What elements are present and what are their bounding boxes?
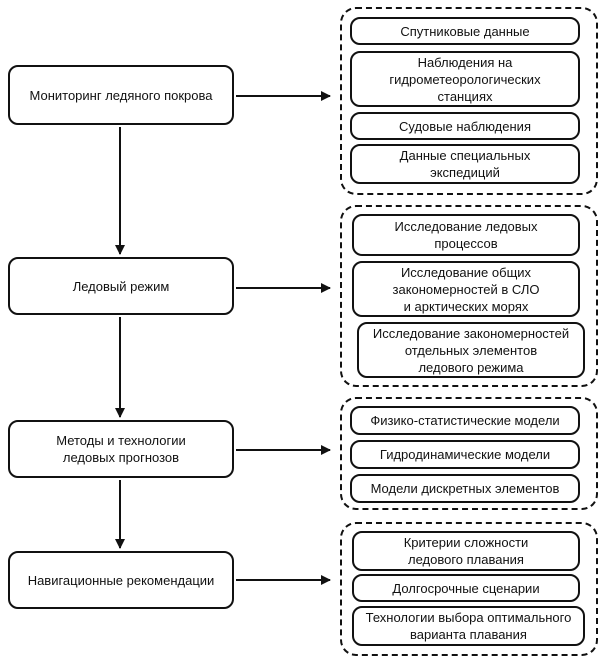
item-navigation-difficulty-criteria: Критерии сложности ледового плавания — [352, 531, 580, 571]
item-ice-process-research: Исследование ледовых процессов — [352, 214, 580, 256]
item-long-term-scenarios: Долгосрочные сценарии — [352, 574, 580, 602]
item-discrete-element-models: Модели дискретных элементов — [350, 474, 580, 503]
group-ice-regime-research — [340, 205, 598, 387]
item-physical-statistical-models: Физико-статистические модели — [350, 406, 580, 435]
main-box-forecast-methods: Методы и технологии ледовых прогнозов — [8, 420, 234, 478]
main-box-monitoring: Мониторинг ледяного покрова — [8, 65, 234, 125]
item-hydrodynamic-models: Гидродинамические модели — [350, 440, 580, 469]
item-expedition-data: Данные специальных экспедиций — [350, 144, 580, 184]
main-box-ice-regime: Ледовый режим — [8, 257, 234, 315]
group-monitoring-sources — [340, 7, 598, 195]
item-element-patterns-research: Исследование закономерностей отдельных э… — [357, 322, 585, 378]
item-station-observations: Наблюдения на гидрометеорологических ста… — [350, 51, 580, 107]
item-optimal-route-technologies: Технологии выбора оптимального варианта … — [352, 606, 585, 646]
item-general-patterns-research: Исследование общих закономерностей в СЛО… — [352, 261, 580, 317]
main-box-navigation: Навигационные рекомендации — [8, 551, 234, 609]
group-forecast-models — [340, 397, 598, 510]
item-satellite-data: Спутниковые данные — [350, 17, 580, 45]
item-ship-observations: Судовые наблюдения — [350, 112, 580, 140]
group-navigation-recommendations — [340, 522, 598, 656]
